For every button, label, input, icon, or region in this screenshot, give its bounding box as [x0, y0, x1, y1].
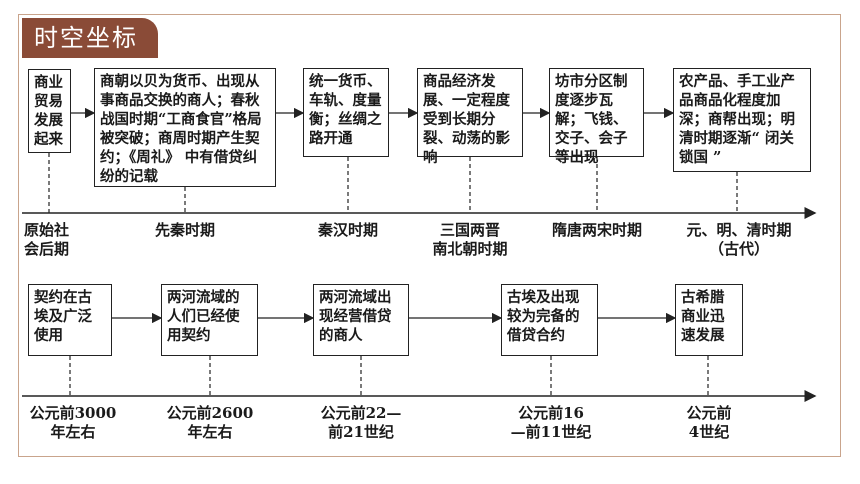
period-label: 元、明、清时期 （古代）	[686, 221, 792, 258]
period-label: 公元前3000 年左右	[29, 404, 117, 441]
period-label: 公元前 4世纪	[686, 404, 732, 441]
event-box: 商业 贸易 发展 起来	[28, 69, 71, 153]
period-label: 公元前16 —前11世纪	[510, 404, 592, 441]
period-label: 原始社 会后期	[24, 221, 70, 258]
event-box: 两河流域的人们已经使用契约	[161, 284, 258, 356]
diagram-frame	[18, 14, 841, 457]
period-label: 公元前2600 年左右	[166, 404, 254, 441]
section-title: 时空坐标	[22, 18, 158, 58]
event-box: 农产品、手工业产品商品化程度加深；商帮出现；明清时期逐渐“ 闭关锁国 ”	[673, 68, 811, 172]
event-box: 两河流域出现经营借贷的商人	[313, 284, 409, 356]
event-box: 商品经济发展、一定程度受到长期分裂、动荡的影响	[417, 68, 523, 166]
event-box: 统一货币、车轨、度量衡；丝绸之路开通	[303, 68, 389, 157]
period-label: 三国两晋 南北朝时期	[432, 221, 508, 258]
period-label: 秦汉时期	[317, 221, 378, 239]
period-label: 先秦时期	[154, 221, 215, 239]
period-label: 隋唐两宋时期	[551, 221, 642, 239]
event-box: 古埃及出现较为完备的借贷合约	[501, 284, 598, 356]
event-box: 古希腊商业迅速发展	[675, 284, 743, 356]
period-label: 公元前22— 前21世纪	[320, 404, 402, 441]
event-box: 坊市分区制度逐步瓦解；飞钱、交子、会子等出现	[549, 68, 644, 166]
event-box: 契约在古埃及广泛使用	[28, 284, 112, 356]
event-box: 商朝以贝为货币、出现从事商品交换的商人；春秋战国时期“工商食官”格局被突破；商周…	[94, 68, 276, 187]
